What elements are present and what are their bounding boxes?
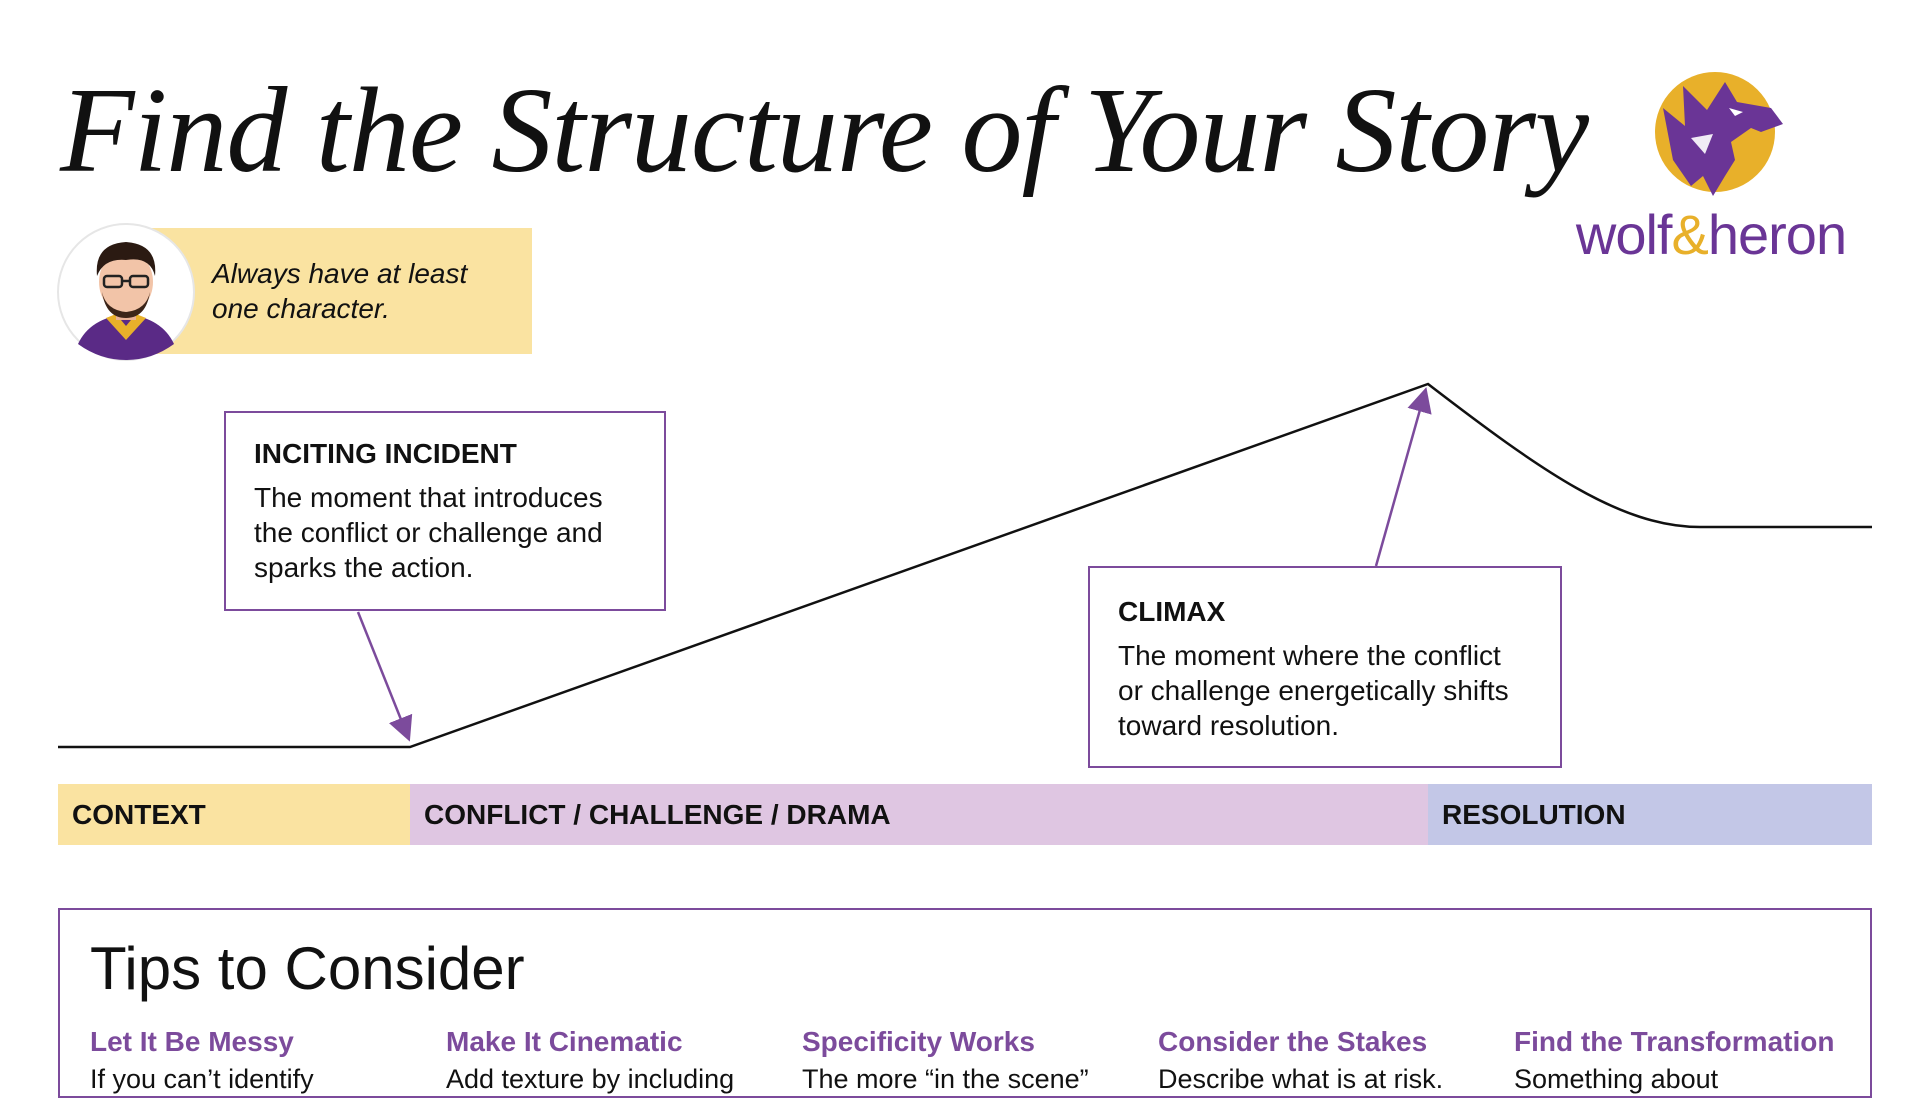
logo-word-wolf: wolf [1575,203,1673,266]
climax-body: The moment where the conflict or challen… [1118,640,1509,741]
tip-title: Specificity Works [802,1026,1035,1057]
tip-title: Find the Transformation [1514,1026,1835,1057]
wolf-heron-logo: wolf&heron [1546,68,1876,268]
tip-find-the-transformation: Find the Transformation Something about [1514,1026,1844,1095]
tip-make-it-cinematic: Make It Cinematic Add texture by includi… [446,1026,776,1095]
tips-panel: Tips to Consider Let It Be Messy If you … [58,908,1872,1098]
phase-conflict: CONFLICT / CHALLENGE / DRAMA [410,784,1428,845]
climax-arrow [1374,387,1432,567]
phase-conflict-label: CONFLICT / CHALLENGE / DRAMA [424,799,891,830]
character-tip-banner: Always have at least one character. [150,228,532,354]
phase-resolution-label: RESOLUTION [1442,799,1626,830]
tip-let-it-be-messy: Let It Be Messy If you can’t identify [90,1026,420,1095]
tip-title: Let It Be Messy [90,1026,294,1057]
inciting-incident-body: The moment that introduces the conflict … [254,482,603,583]
tip-title: Consider the Stakes [1158,1026,1428,1057]
phase-context-label: CONTEXT [72,799,206,830]
character-tip-text: Always have at least one character. [212,258,468,324]
story-arc-line [58,382,1872,749]
inciting-incident-callout: INCITING INCIDENT The moment that introd… [224,411,666,611]
climax-callout: CLIMAX The moment where the conflict or … [1088,566,1562,768]
logo-ampersand: & [1671,203,1709,266]
tip-consider-the-stakes: Consider the Stakes Describe what is at … [1158,1026,1488,1095]
inciting-incident-title: INCITING INCIDENT [254,438,517,469]
tips-heading: Tips to Consider [90,935,525,1002]
inciting-arrow [356,611,413,742]
phase-resolution: RESOLUTION [1428,784,1872,845]
page-title: Find the Structure of Your Story [60,63,1589,198]
character-avatar-icon [57,223,195,361]
logo-word-heron: heron [1707,203,1847,266]
tip-specificity-works: Specificity Works The more “in the scene… [802,1026,1132,1095]
climax-title: CLIMAX [1118,596,1226,627]
tip-title: Make It Cinematic [446,1026,683,1057]
logo-wordmark: wolf&heron [1546,202,1876,267]
wolf-logo-icon [1655,72,1783,196]
phase-context: CONTEXT [58,784,410,845]
